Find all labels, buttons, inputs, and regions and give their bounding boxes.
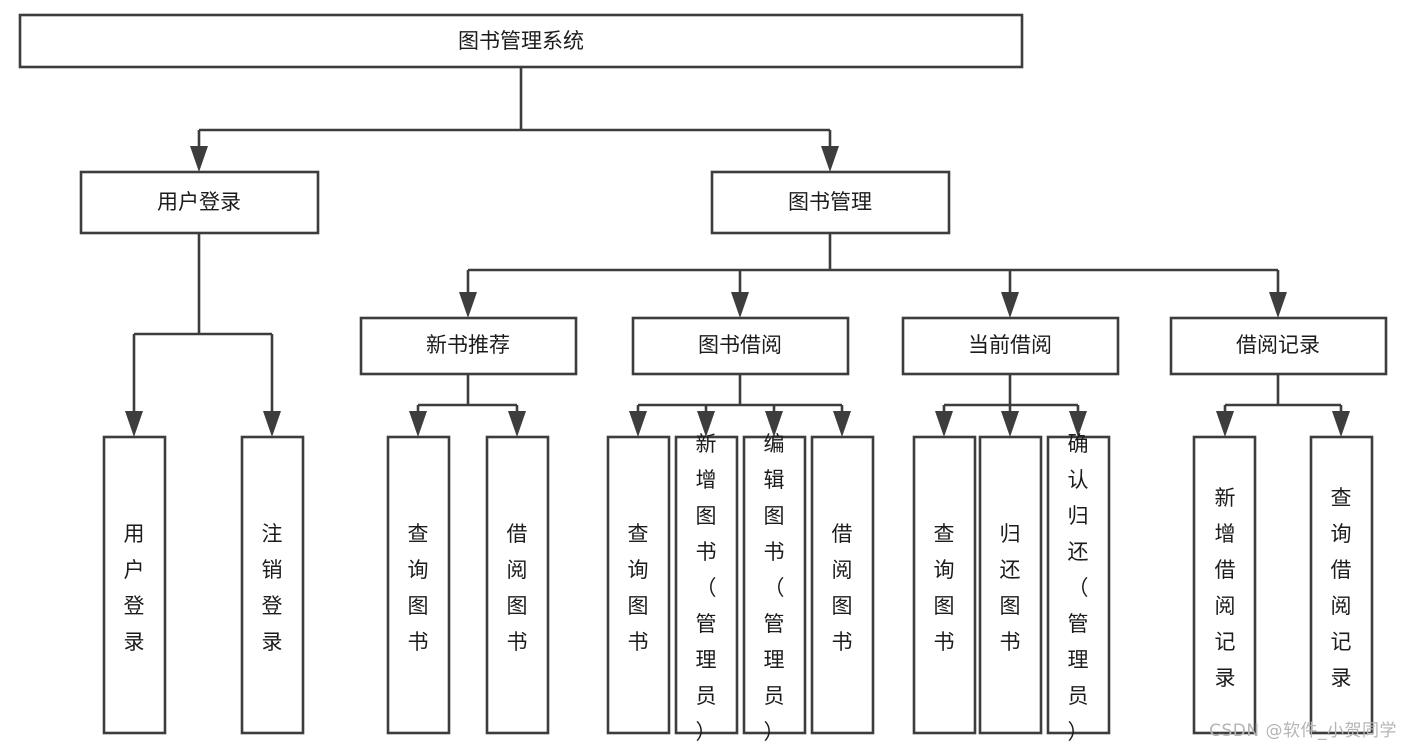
node-current-borrow-box[interactable] (901, 316, 1120, 376)
leaf-borrow-book-2-label: 借阅图书 (832, 522, 853, 654)
leaf-logout-login-box[interactable] (240, 435, 305, 735)
leaf-edit-book-box[interactable] (742, 435, 807, 735)
leaf-query-book-2-label: 查询图书 (628, 522, 649, 654)
arrow-head-leaf-edit-book (765, 411, 783, 437)
leaf-logout-login[interactable]: 注销登录 (240, 435, 305, 735)
leaf-borrow-book-2-box[interactable] (810, 435, 875, 735)
leaf-add-book[interactable]: 新增图书（管理员） (674, 432, 739, 744)
leaf-add-record-box[interactable] (1192, 435, 1257, 735)
arrow-head-user-login (190, 146, 208, 172)
leaf-nodes-layer: 用户登录 注销登录 查询图书 借阅图书 查询图书 新增图书（管理员） 编辑图书（… (102, 432, 1374, 744)
node-book-borrow-box[interactable] (631, 316, 850, 376)
arrow-head-leaf-return-book (1001, 411, 1019, 437)
leaf-query-book-2-box[interactable] (606, 435, 671, 735)
node-current-borrow-label: 当前借阅 (968, 333, 1052, 357)
leaf-borrow-book-1-box[interactable] (485, 435, 550, 735)
leaf-return-book[interactable]: 归还图书 (978, 435, 1043, 735)
leaf-add-book-box[interactable] (674, 435, 739, 735)
leaf-query-book-1-box[interactable] (386, 435, 451, 735)
arrow-head-leaf-borrow-book-1 (508, 411, 526, 437)
arrow-head-borrow-record (1269, 292, 1287, 318)
arrow-head-leaf-borrow-book-2 (833, 411, 851, 437)
leaf-query-book-1-label: 查询图书 (408, 522, 429, 654)
arrow-head-leaf-query-record (1332, 411, 1350, 437)
leaf-query-book-2[interactable]: 查询图书 (606, 435, 671, 735)
leaf-borrow-book-1[interactable]: 借阅图书 (485, 435, 550, 735)
leaf-user-login-box[interactable] (102, 435, 167, 735)
node-user-login-label: 用户登录 (157, 190, 241, 214)
leaf-borrow-book-1-label: 借阅图书 (507, 522, 528, 654)
leaf-query-book-3[interactable]: 查询图书 (912, 435, 977, 735)
leaf-query-book-1[interactable]: 查询图书 (386, 435, 451, 735)
node-new-book-recommend-box[interactable] (359, 316, 578, 376)
node-borrow-record-box[interactable] (1169, 316, 1388, 376)
arrow-head-leaf-confirm-return (1069, 411, 1087, 437)
arrow-head-leaf-add-record (1216, 411, 1234, 437)
arrow-head-leaf-query-book-2 (629, 411, 647, 437)
node-user-login[interactable]: 用户登录 (79, 170, 320, 235)
leaf-return-book-box[interactable] (978, 435, 1043, 735)
arrow-head-leaf-logout-login (263, 411, 281, 437)
leaf-add-record-label: 新增借阅记录 (1215, 486, 1236, 690)
node-book-management-label: 图书管理 (788, 190, 872, 214)
leaf-edit-book[interactable]: 编辑图书（管理员） (742, 432, 807, 744)
node-book-borrow-label: 图书借阅 (698, 333, 782, 357)
node-book-borrow[interactable]: 图书借阅 (631, 316, 850, 376)
node-root[interactable]: 图书管理系统 (18, 13, 1024, 69)
leaf-confirm-return[interactable]: 确认归还（管理员） (1046, 432, 1111, 744)
leaf-user-login[interactable]: 用户登录 (102, 435, 167, 735)
connector-layer (125, 67, 1350, 437)
leaf-add-book-label: 新增图书（管理员） (696, 432, 717, 744)
node-root-box[interactable] (18, 13, 1024, 69)
leaf-query-book-3-box[interactable] (912, 435, 977, 735)
csdn-watermark: CSDN @软件_小贺同学 (1209, 721, 1397, 741)
arrow-head-book-borrow (731, 292, 749, 318)
node-root-label: 图书管理系统 (458, 29, 584, 53)
arrow-head-leaf-user-login (125, 411, 143, 437)
leaf-add-record[interactable]: 新增借阅记录 (1192, 435, 1257, 735)
leaf-borrow-book-2[interactable]: 借阅图书 (810, 435, 875, 735)
arrow-head-leaf-query-book-3 (935, 411, 953, 437)
leaf-query-book-3-label: 查询图书 (934, 522, 955, 654)
node-user-login-box[interactable] (79, 170, 320, 235)
arrow-head-book-management (821, 146, 839, 172)
leaf-return-book-label: 归还图书 (1000, 522, 1021, 654)
node-borrow-record[interactable]: 借阅记录 (1169, 316, 1388, 376)
leaf-query-record-label: 查询借阅记录 (1331, 486, 1352, 690)
arrow-head-leaf-query-book-1 (409, 411, 427, 437)
node-borrow-record-label: 借阅记录 (1236, 333, 1320, 357)
leaf-query-record[interactable]: 查询借阅记录 (1309, 435, 1374, 735)
leaf-edit-book-label: 编辑图书（管理员） (764, 432, 785, 744)
arrow-head-new-book-recommend (459, 292, 477, 318)
leaf-query-record-box[interactable] (1309, 435, 1374, 735)
node-new-book-recommend[interactable]: 新书推荐 (359, 316, 578, 376)
node-current-borrow[interactable]: 当前借阅 (901, 316, 1120, 376)
node-book-management[interactable]: 图书管理 (710, 170, 951, 235)
arrow-head-leaf-add-book (697, 411, 715, 437)
arrow-head-current-borrow (1001, 292, 1019, 318)
node-book-management-box[interactable] (710, 170, 951, 235)
leaf-logout-login-label: 注销登录 (262, 522, 283, 654)
leaf-confirm-return-label: 确认归还（管理员） (1068, 432, 1089, 744)
leaf-user-login-label: 用户登录 (124, 522, 145, 654)
leaf-confirm-return-box[interactable] (1046, 435, 1111, 735)
node-new-book-recommend-label: 新书推荐 (426, 333, 510, 357)
